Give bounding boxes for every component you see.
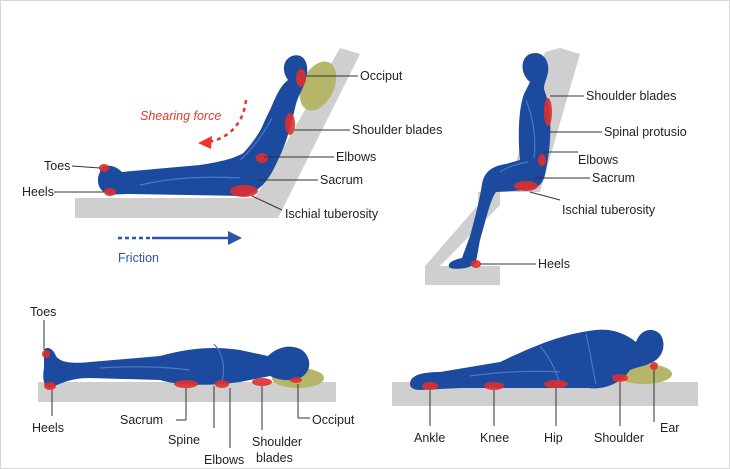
label-elbows: Elbows <box>336 150 376 164</box>
label-elbows: Elbows <box>204 453 244 467</box>
label-shoulder: Shoulder <box>594 431 644 445</box>
panel-reclined: Shearing force Friction Occiput Shoulder… <box>22 48 442 265</box>
seated-point-elbow <box>538 154 546 166</box>
supine-point-sacrum <box>174 380 198 388</box>
side-point-shoulder <box>612 374 628 382</box>
reclined-point-occiput <box>296 69 306 87</box>
label-toes: Toes <box>30 305 56 319</box>
label-heels: Heels <box>32 421 64 435</box>
label-friction: Friction <box>118 251 159 265</box>
label-heels: Heels <box>538 257 570 271</box>
label-shoulder-blades: Shoulder blades <box>352 123 442 137</box>
seated-point-heel <box>471 260 481 268</box>
label-ear: Ear <box>660 421 679 435</box>
supine-point-shoulder <box>252 378 272 386</box>
supine-point-elbows <box>215 380 229 388</box>
label-heels: Heels <box>22 185 54 199</box>
label-knee: Knee <box>480 431 509 445</box>
label-occiput: Occiput <box>360 69 403 83</box>
friction-arrowhead <box>228 231 242 245</box>
panel-seated: Shoulder blades Spinal protusio Elbows S… <box>425 48 687 285</box>
seated-point-shoulder <box>544 98 552 126</box>
reclined-point-shoulder <box>285 113 295 135</box>
supine-point-toes <box>42 350 50 358</box>
label-sacrum: Sacrum <box>320 173 363 187</box>
shearing-force-arrowhead <box>198 136 212 149</box>
label-ankle: Ankle <box>414 431 445 445</box>
label-shoulder-blades-line2: blades <box>256 451 293 465</box>
label-spine: Spine <box>168 433 200 447</box>
reclined-point-sacrum <box>230 185 258 197</box>
label-sacrum: Sacrum <box>120 413 163 427</box>
label-spinal-protusio: Spinal protusio <box>604 125 687 139</box>
label-shoulder-blades: Shoulder blades <box>586 89 676 103</box>
reclined-point-toes <box>99 164 109 172</box>
supine-point-heels <box>44 382 56 390</box>
side-point-hip <box>544 380 568 388</box>
label-shoulder-blades-line1: Shoulder <box>252 435 302 449</box>
side-point-knee <box>484 382 504 390</box>
label-occiput: Occiput <box>312 413 355 427</box>
side-point-ankle <box>422 382 438 390</box>
label-ischial-tuberosity: Ischial tuberosity <box>285 207 379 221</box>
side-point-ear <box>650 362 658 370</box>
label-shearing-force: Shearing force <box>140 109 221 123</box>
reclined-point-elbow <box>256 153 268 163</box>
seated-point-sacrum <box>514 181 538 191</box>
panel-supine: Toes Heels Sacrum Spine Elbows Shoulder … <box>30 305 355 467</box>
panel-side-lying: Ankle Knee Hip Shoulder Ear <box>392 330 698 445</box>
label-toes: Toes <box>44 159 70 173</box>
label-hip: Hip <box>544 431 563 445</box>
label-sacrum: Sacrum <box>592 171 635 185</box>
supine-point-occiput <box>290 377 302 383</box>
reclined-point-heels <box>104 188 116 196</box>
label-ischial-tuberosity: Ischial tuberosity <box>562 203 656 217</box>
label-elbows: Elbows <box>578 153 618 167</box>
